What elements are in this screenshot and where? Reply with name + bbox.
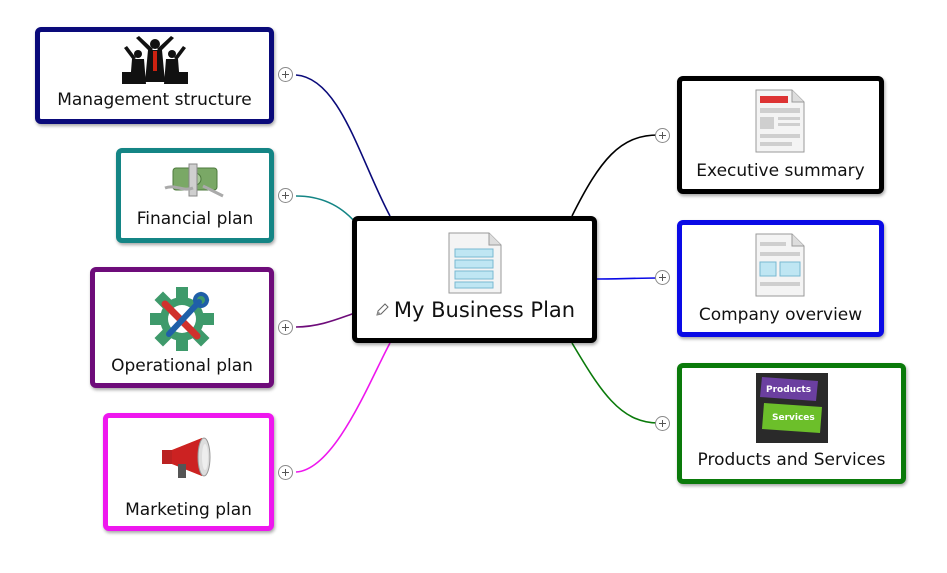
topic-label: Financial plan xyxy=(136,209,254,229)
products-key-text: Products xyxy=(766,385,811,395)
expand-button-management[interactable] xyxy=(278,67,293,82)
topic-label: Products and Services xyxy=(697,450,886,470)
link-financial xyxy=(295,195,356,223)
topic-label: Management structure xyxy=(57,90,252,110)
report-document-icon xyxy=(755,89,805,153)
megaphone-icon xyxy=(162,437,211,478)
topic-products-and-services[interactable]: Products Services Products and Services xyxy=(677,363,906,484)
topic-company-overview[interactable]: Company overview xyxy=(677,220,884,337)
overview-document-icon xyxy=(755,233,805,297)
link-executive xyxy=(571,134,659,217)
expand-button-executive[interactable] xyxy=(655,128,670,143)
services-key-text: Services xyxy=(772,413,815,423)
expand-button-financial[interactable] xyxy=(278,188,293,203)
expand-button-marketing[interactable] xyxy=(278,465,293,480)
expand-button-company[interactable] xyxy=(655,270,670,285)
topic-financial-plan[interactable]: Financial plan xyxy=(116,148,274,243)
gear-tools-icon xyxy=(150,287,214,351)
link-company xyxy=(596,277,659,280)
link-products xyxy=(571,342,659,424)
topic-executive-summary[interactable]: Executive summary xyxy=(677,76,884,194)
topic-operational-plan[interactable]: Operational plan xyxy=(90,267,274,388)
expand-button-operational[interactable] xyxy=(278,320,293,335)
topic-management-structure[interactable]: Management structure xyxy=(35,27,274,124)
pencil-icon[interactable] xyxy=(374,302,390,318)
document-icon xyxy=(448,232,502,294)
topic-marketing-plan[interactable]: Marketing plan xyxy=(103,413,274,531)
link-marketing xyxy=(295,342,391,473)
topic-label: Marketing plan xyxy=(125,500,252,520)
link-management xyxy=(295,74,391,217)
money-tape-icon xyxy=(164,163,224,198)
topic-label: Executive summary xyxy=(696,161,865,181)
link-operational xyxy=(295,312,356,328)
topic-label: Company overview xyxy=(698,305,863,325)
topic-label: Operational plan xyxy=(111,356,253,376)
central-title: My Business Plan xyxy=(393,298,576,322)
products-keys-icon: Products Services xyxy=(756,373,828,443)
people-silhouette-icon xyxy=(122,36,188,84)
central-topic-label: My Business Plan xyxy=(357,298,592,322)
central-topic[interactable]: My Business Plan xyxy=(352,216,597,343)
expand-button-products[interactable] xyxy=(655,416,670,431)
